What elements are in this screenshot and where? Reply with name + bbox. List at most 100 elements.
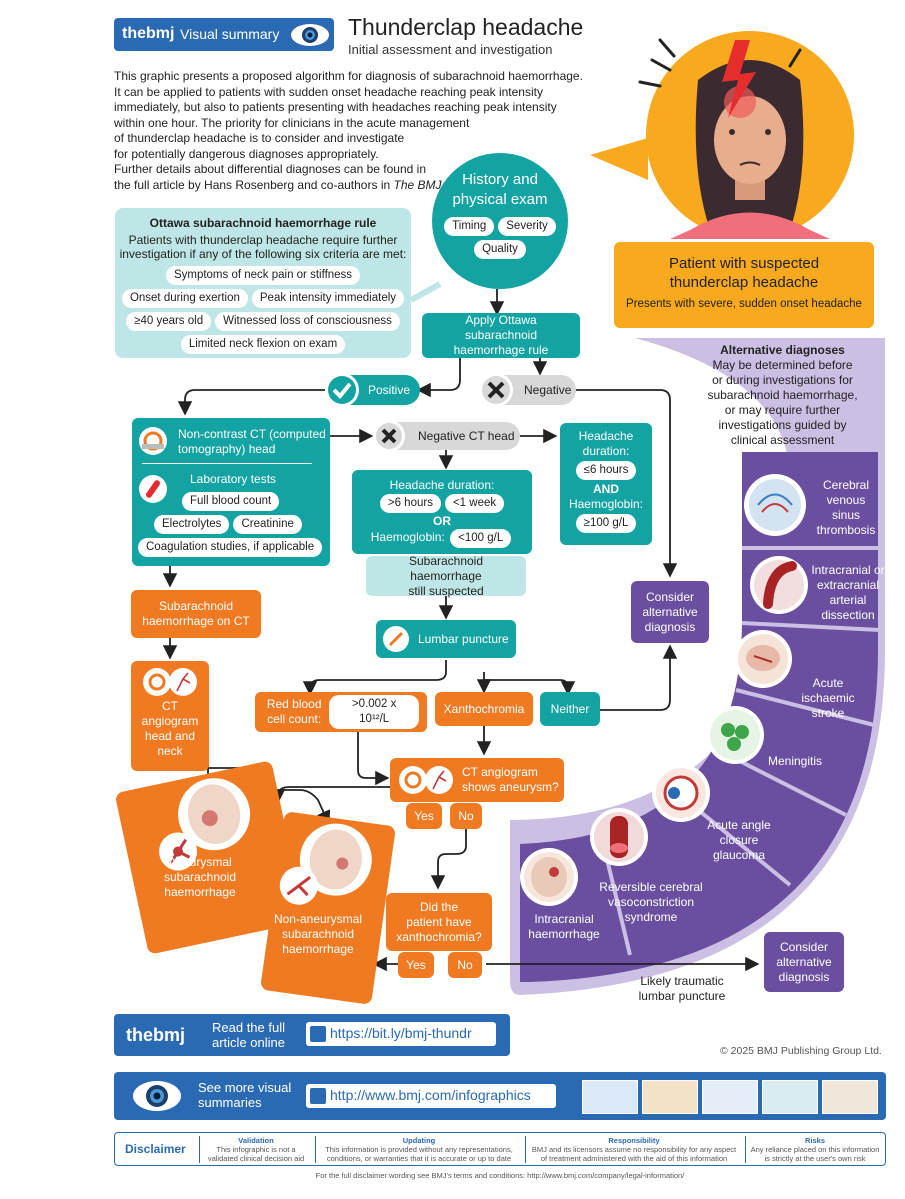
- criterion-pill: Symptoms of neck pain or stiffness: [165, 266, 361, 285]
- brand-logo: thebmj: [122, 25, 175, 42]
- intro-line: It can be applied to patients with sudde…: [114, 84, 543, 99]
- infographics-link[interactable]: http://www.bmj.com/infographics: [306, 1084, 556, 1108]
- thumbnail[interactable]: [642, 1080, 698, 1114]
- page-title: Thunderclap headache: [348, 14, 584, 40]
- brand-logo: thebmj: [126, 1025, 186, 1045]
- disclaimer-col-title: Responsibility: [608, 1136, 660, 1145]
- disclaimer-col-responsibility: Responsibility BMJ and its licensors ass…: [525, 1136, 742, 1163]
- thumbnail[interactable]: [762, 1080, 818, 1114]
- alternatives-desc: subarachnoid haemorrhage,: [707, 388, 858, 402]
- disclaimer-col-risks: Risks Any reliance placed on this inform…: [745, 1136, 884, 1163]
- terms-link[interactable]: For the full disclaimer wording see BMJ'…: [315, 1171, 685, 1180]
- thumbnail[interactable]: [702, 1080, 758, 1114]
- right-duration-box: Headache duration: ≤6 hours AND Haemoglo…: [560, 423, 652, 545]
- yes-box-2: Yes: [398, 952, 434, 978]
- nonaneurysmal-card: [260, 811, 396, 1005]
- history-title-line1: History and: [462, 171, 538, 188]
- intro-line: immediately, but also to patients presen…: [114, 100, 557, 114]
- lab-title: Laboratory tests: [190, 472, 277, 486]
- aneurysmal-label: Aneurysmal subarachnoid haemorrhage: [140, 855, 260, 900]
- ottawa-rule-box: Ottawa subarachnoid haemorrhage rule Pat…: [115, 208, 411, 358]
- alt-label-line: arterial: [829, 593, 867, 607]
- history-pill-severity: Severity: [498, 217, 556, 236]
- read-line2: article online: [212, 1035, 285, 1050]
- no-box-2: No: [448, 952, 482, 978]
- alt-label-line: closure: [719, 833, 759, 847]
- alternatives-desc: May be determined before: [712, 358, 853, 372]
- alternatives-heading: Alternative diagnoses May be determined …: [690, 343, 875, 448]
- cta-line4: neck: [157, 744, 183, 758]
- alternatives-desc: clinical assessment: [730, 433, 835, 447]
- right-duration-line1: Headache: [578, 429, 634, 443]
- neither-label: Neither: [550, 701, 590, 716]
- criterion-pill: ≥40 years old: [126, 312, 212, 331]
- bmj-icon: [310, 1026, 326, 1042]
- negative-ct-pill: Negative CT head: [373, 420, 520, 452]
- badge-label: Visual summary: [180, 26, 280, 42]
- cross-icon: [478, 372, 514, 413]
- still-suspected-line1: Subarachnoid haemorrhage: [408, 553, 484, 583]
- test-tube-icon: [138, 474, 168, 509]
- disclaimer-col-text: Any reliance placed on this information: [750, 1145, 880, 1154]
- xq-line1: Did the: [419, 899, 459, 914]
- disclaimer-col-text: This infographic is not a: [216, 1145, 296, 1154]
- apply-rule-line1: Apply Ottawa subarachnoid: [464, 313, 538, 342]
- right-hb-line: Haemoglobin:: [568, 497, 644, 511]
- consider-alt2-line2: alternative: [776, 954, 832, 969]
- intro-line: Further details about differential diagn…: [114, 162, 426, 176]
- brain-scan-icon: [170, 770, 259, 863]
- alt-label-line: haemorrhage: [528, 927, 600, 941]
- copyright: © 2025 BMJ Publishing Group Ltd.: [720, 1045, 882, 1057]
- neither-box: Neither: [540, 692, 600, 726]
- check-icon: [324, 372, 360, 413]
- brain-scan-icon: [293, 818, 377, 907]
- alt-label-line: Cerebral: [822, 478, 870, 492]
- patient-box: Patient with suspected thunderclap heada…: [614, 242, 874, 328]
- thumbnail-strip: [582, 1078, 878, 1114]
- apply-rule-line2: haemorrhage rule: [453, 343, 549, 357]
- or-label: OR: [433, 514, 451, 528]
- disclaimer-col-text: conditions, or warranties that it is acc…: [326, 1154, 512, 1163]
- right-duration-line2: duration:: [582, 444, 630, 458]
- consider-alt2-line3: diagnosis: [778, 969, 830, 984]
- traumatic-label: Likely traumatic lumbar puncture: [620, 974, 744, 1004]
- infographics-url: http://www.bmj.com/infographics: [330, 1087, 531, 1103]
- xq-line2: patient have: [406, 914, 472, 929]
- negative-label: Negative: [524, 383, 572, 397]
- vessel-icon: [276, 863, 322, 913]
- lab-pill: Full blood count: [182, 492, 280, 511]
- page-subtitle: Initial assessment and investigation: [348, 42, 553, 57]
- article-link[interactable]: https://bit.ly/bmj-thundr: [306, 1022, 496, 1046]
- ct-scanner-icon: [138, 426, 168, 461]
- rbc-pill: >0.002 x 10¹²/L: [329, 695, 419, 729]
- more-line2: summaries: [198, 1095, 262, 1110]
- lab-pill: Creatinine: [233, 515, 302, 534]
- disclaimer-col-title: Updating: [402, 1136, 436, 1145]
- duration-box: Headache duration: >6 hours<1 week OR Ha…: [352, 470, 532, 554]
- intro-line: of thunderclap headache is to consider a…: [114, 131, 405, 145]
- thumbnail[interactable]: [822, 1080, 878, 1114]
- patient-title-line2: thunderclap headache: [669, 274, 819, 291]
- thumbnail[interactable]: [582, 1080, 638, 1114]
- cta-aneurysm-line2: shows aneurysm?: [462, 780, 559, 794]
- xq-line3: xanthochromia?: [396, 929, 482, 944]
- intro-line: the full article by Hans Rosenberg and c…: [114, 178, 584, 194]
- and-label: AND: [593, 482, 619, 496]
- negative-ct-label: Negative CT head: [418, 429, 515, 443]
- bmj-icon: [310, 1088, 326, 1104]
- disclaimer-col-text: is strictly at the user's own risk: [764, 1154, 866, 1163]
- aneurysmal-card: [114, 760, 306, 955]
- alt-label-line: venous: [826, 493, 866, 507]
- artery-icon: [750, 556, 808, 614]
- lab-pill: Electrolytes: [154, 515, 230, 534]
- rbc-line2: cell count:: [267, 712, 322, 726]
- nonaneurysmal-line3: haemorrhage: [282, 942, 354, 956]
- alt-label-line: Reversible cerebral: [599, 880, 703, 894]
- ct-line2: tomography) head: [178, 442, 276, 456]
- negative-pill: Negative: [479, 373, 576, 407]
- alternatives-desc: or may require further: [724, 403, 841, 417]
- bmj-badge: thebmj Visual summary: [114, 18, 334, 51]
- intro-text: This graphic presents a proposed algorit…: [114, 69, 584, 193]
- criterion-pill: Peak intensity immediately: [251, 289, 405, 308]
- consider-alt-line3: diagnosis: [644, 619, 696, 634]
